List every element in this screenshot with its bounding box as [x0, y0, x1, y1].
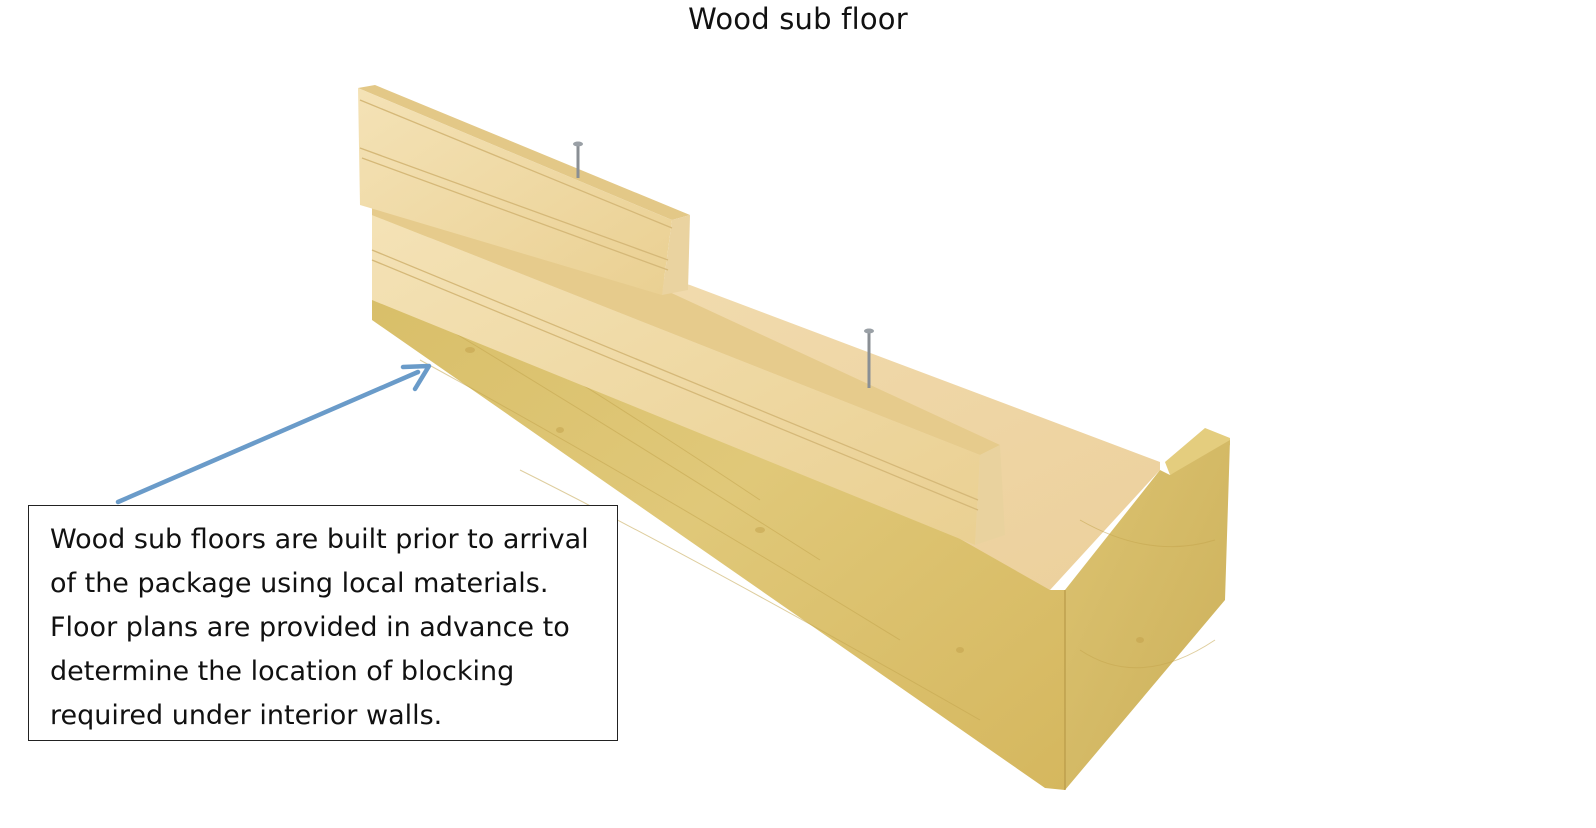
log-upper-top: [358, 85, 690, 220]
log-lower-end: [975, 445, 1005, 545]
log-upper-end: [662, 215, 690, 295]
rim-end-face: [1065, 440, 1230, 790]
pointer-arrow: [115, 363, 432, 505]
wood-knots: [465, 347, 1144, 653]
screw-icon: [573, 141, 583, 178]
log-lower-top: [372, 200, 1000, 455]
log-lower-face: [372, 215, 980, 545]
callout-text: Wood sub floors are built prior to arriv…: [50, 524, 589, 731]
rim-end-top: [1165, 428, 1230, 475]
callout-box: Wood sub floors are built prior to arriv…: [28, 505, 618, 741]
page-title: Wood sub floor: [688, 2, 908, 36]
screw-icon: [864, 328, 874, 388]
